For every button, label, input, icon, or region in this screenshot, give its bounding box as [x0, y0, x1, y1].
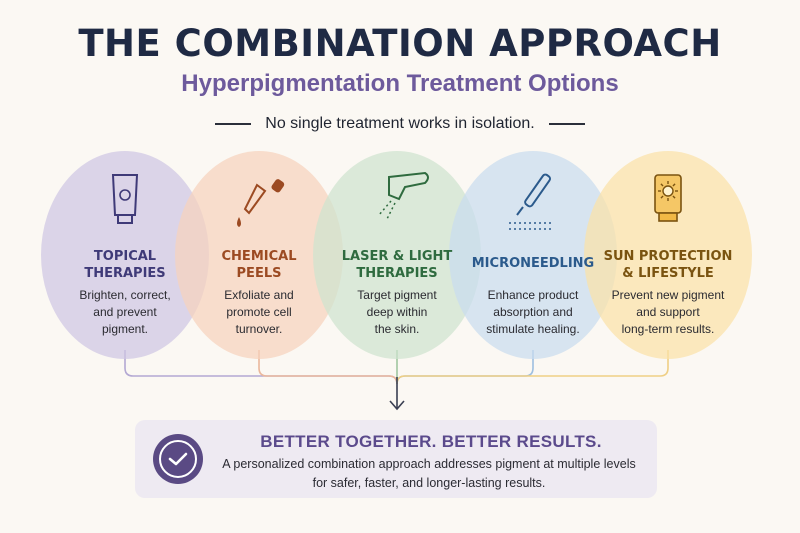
treatment-circle: [584, 151, 752, 359]
summary-text: A personalized combination approach addr…: [215, 455, 643, 493]
tagline-rule-left: [215, 123, 252, 125]
treatment-circle: [449, 151, 617, 359]
treatment-description: Brighten, correct,: [79, 288, 170, 302]
treatment-description: promote cell: [226, 305, 291, 319]
dropper-icon: [237, 179, 285, 227]
treatment-description: Enhance product: [488, 288, 579, 302]
treatment-name: & LIFESTYLE: [622, 266, 714, 281]
treatment-description: long-term results.: [622, 322, 715, 336]
treatment-description: Target pigment: [357, 288, 437, 302]
laser-handpiece-icon: [378, 171, 429, 220]
treatment-name: THERAPIES: [84, 266, 165, 281]
treatment-name: THERAPIES: [356, 266, 437, 281]
page-subtitle: Hyperpigmentation Treatment Options: [181, 70, 619, 97]
treatment-labels: TOPICAL THERAPIES Brighten, correct, and pr…: [79, 249, 732, 336]
summary-badge: [153, 434, 203, 484]
sunscreen-icon: [654, 174, 682, 222]
treatment-description: and prevent: [93, 305, 157, 319]
checkmark-icon: [159, 440, 197, 478]
summary-text-line: for safer, faster, and longer-lasting re…: [312, 476, 546, 490]
down-arrow-icon: [389, 377, 405, 411]
connector-line: [396, 350, 669, 385]
summary-text-line: A personalized combination approach addr…: [222, 457, 636, 471]
treatment-description: absorption and: [493, 305, 572, 319]
treatment-description: stimulate healing.: [486, 322, 579, 336]
treatment-icons: [111, 171, 682, 230]
treatment-circle: [41, 151, 209, 359]
treatment-description: the skin.: [375, 322, 420, 336]
tube-icon: [111, 174, 139, 224]
treatment-name: TOPICAL: [94, 249, 156, 264]
treatment-name: PEELS: [237, 266, 282, 281]
treatment-description: Prevent new pigment: [612, 288, 725, 302]
tagline: No single treatment works in isolation.: [265, 115, 535, 132]
summary-title: BETTER TOGETHER. BETTER RESULTS.: [260, 432, 602, 451]
tagline-row: No single treatment works in isolation.: [0, 115, 800, 133]
summary-card: BETTER TOGETHER. BETTER RESULTS. A perso…: [135, 420, 657, 498]
treatment-description: deep within: [367, 305, 428, 319]
treatment-description: and support: [636, 305, 700, 319]
treatment-circle: [313, 151, 481, 359]
treatment-name: LASER & LIGHT: [342, 249, 453, 264]
page-title: THE COMBINATION APPROACH: [78, 22, 722, 65]
treatment-name: SUN PROTECTION: [604, 249, 733, 264]
connector-line: [258, 350, 398, 385]
tagline-rule-right: [548, 123, 585, 125]
treatment-description: pigment.: [102, 322, 148, 336]
treatment-circles: [41, 151, 752, 359]
treatment-description: Exfoliate and: [224, 288, 293, 302]
treatment-name: CHEMICAL: [222, 249, 297, 264]
treatment-circle: [175, 151, 343, 359]
microneedle-pen-icon: [509, 173, 553, 230]
treatment-description: turnover.: [236, 322, 283, 336]
treatment-name: MICRONEEDLING: [472, 256, 594, 271]
